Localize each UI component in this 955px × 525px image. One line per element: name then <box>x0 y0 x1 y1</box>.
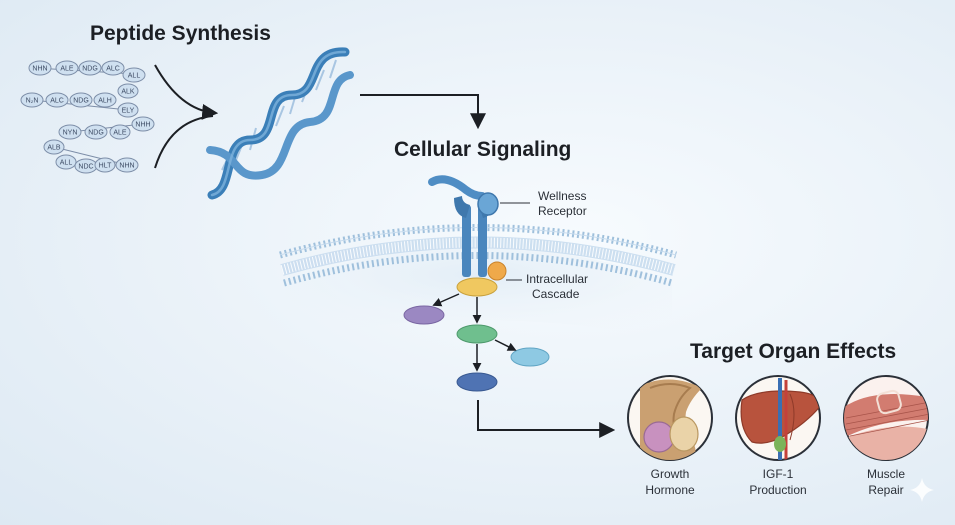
target-organ-effects-title: Target Organ Effects <box>690 340 896 363</box>
residue: HLT <box>99 163 112 170</box>
peptide-chain-3 <box>58 116 155 140</box>
residue: NYN <box>63 130 78 137</box>
residue: NHN <box>32 66 47 73</box>
peptide-chains: NHN ALE NDG ALC ALL N₂N ALC NDG ALH ALK … <box>20 60 155 174</box>
residue: ALC <box>106 66 120 73</box>
cascade-label-line1: Intracellular <box>526 272 588 286</box>
residue: ALB <box>47 145 61 152</box>
cascade-label-line2: Cascade <box>532 287 580 301</box>
wellness-receptor-icon <box>428 175 507 281</box>
residue: NHH <box>135 122 150 129</box>
residue: NDG <box>73 98 89 105</box>
muscle-icon <box>843 375 929 461</box>
liver-icon <box>735 375 821 461</box>
peptide-synthesis-title: Peptide Synthesis <box>90 22 271 45</box>
residue: N₂N <box>26 98 39 105</box>
peptide-chain-2 <box>20 83 139 118</box>
converge-arrow-top <box>154 64 219 120</box>
residue: ALE <box>60 66 74 73</box>
growth-hormone-icon <box>627 375 713 461</box>
residue: ALK <box>121 89 135 96</box>
organ-label-line2: Repair <box>868 483 903 497</box>
receptor-label-line1: Wellness <box>538 189 586 203</box>
cascade-node-yellow <box>456 277 498 297</box>
residue: ALL <box>128 73 141 80</box>
residue: ALL <box>60 160 73 167</box>
intracellular-cascade <box>403 277 550 392</box>
residue: ELY <box>122 108 135 115</box>
peptide-chain-4 <box>43 139 139 174</box>
organ-label-line1: Growth <box>651 467 690 481</box>
residue: ALE <box>113 130 127 137</box>
cascade-node-purple <box>403 305 445 325</box>
cascade-node-green <box>456 324 498 344</box>
residue: NDG <box>82 66 98 73</box>
cascade-node-blue <box>456 372 498 392</box>
organ-label-line1: Muscle <box>867 467 905 481</box>
converge-arrow-bottom <box>154 115 214 169</box>
residue: NDG <box>88 130 104 137</box>
cellular-signaling-title: Cellular Signaling <box>394 138 571 161</box>
organ-label-line1: IGF-1 <box>763 467 794 481</box>
dna-helix-icon <box>206 47 354 200</box>
residue: NHN <box>119 163 134 170</box>
arrow-dna-to-signaling <box>360 94 486 130</box>
sparkle-icon <box>910 478 934 502</box>
organ-label-line2: Production <box>749 483 806 497</box>
residue: ALH <box>98 98 112 105</box>
peptide-chain-1 <box>28 60 146 83</box>
cascade-node-cyan <box>510 347 550 367</box>
residue: ALC <box>50 98 64 105</box>
receptor-label-line2: Receptor <box>538 204 587 218</box>
organ-label-line2: Hormone <box>645 483 695 497</box>
arrow-cascade-to-organs <box>477 400 616 438</box>
residue: NDC <box>78 164 93 171</box>
